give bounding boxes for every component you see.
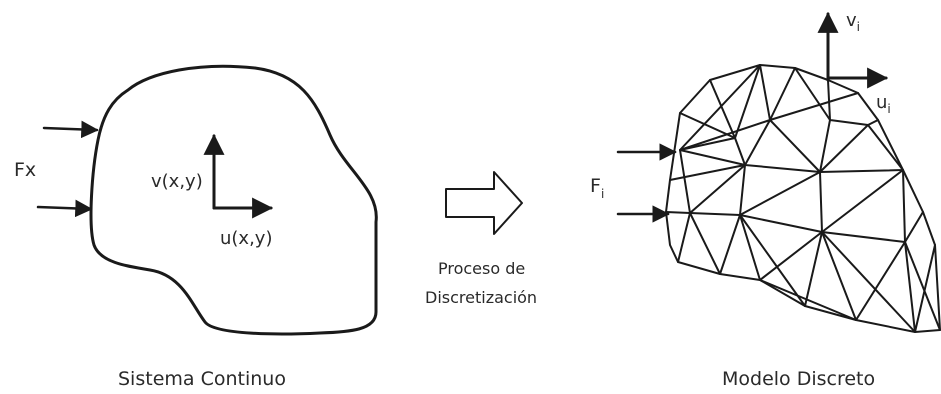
node-v-main: v <box>846 10 857 31</box>
mesh-line <box>821 231 916 333</box>
force-label-fx: Fx <box>14 159 36 181</box>
node-u-main: u <box>876 92 887 113</box>
mesh-line <box>739 171 823 233</box>
continuous-system: Fx v(x,y) u(x,y) Sistema Continuo <box>14 64 378 390</box>
discrete-model: Fi vi ui Modelo Discreto <box>590 10 941 390</box>
mesh-line <box>689 212 823 307</box>
process-label-line1: Proceso de <box>438 259 525 278</box>
mesh-line <box>821 231 936 333</box>
force-arrow-bottom <box>36 199 93 218</box>
mesh-line <box>821 169 906 243</box>
process-label-line2: Discretización <box>425 288 537 307</box>
force-label-fi: Fi <box>590 175 604 201</box>
mesh-line <box>739 214 806 307</box>
v-axis-label: v(x,y) <box>151 171 203 192</box>
u-axis-label: u(x,y) <box>220 228 272 249</box>
force-label-main: F <box>590 175 601 197</box>
continuous-body-outline <box>89 64 378 336</box>
mesh-line <box>759 279 857 321</box>
force-arrow-top <box>42 120 99 139</box>
mesh-line <box>904 241 941 331</box>
caption-continuous: Sistema Continuo <box>118 368 286 390</box>
node-v-sub: i <box>857 20 860 34</box>
hollow-arrow-icon <box>445 171 523 235</box>
mesh-line <box>904 211 924 243</box>
node-v-label: vi <box>846 10 860 34</box>
mesh-line <box>669 164 746 181</box>
mesh-line <box>819 119 869 173</box>
mesh-elements <box>665 64 941 333</box>
mesh-line <box>744 119 821 173</box>
mesh-line <box>665 149 746 216</box>
mesh-line <box>867 119 879 126</box>
mesh-line <box>679 64 761 151</box>
mesh-line <box>677 212 691 263</box>
mesh-line <box>709 64 831 139</box>
process-step: Proceso de Discretización <box>425 171 537 307</box>
node-u-label: ui <box>876 92 891 116</box>
caption-discrete: Modelo Discreto <box>722 368 875 390</box>
force-label-sub: i <box>601 187 604 201</box>
node-u-sub: i <box>887 102 890 116</box>
